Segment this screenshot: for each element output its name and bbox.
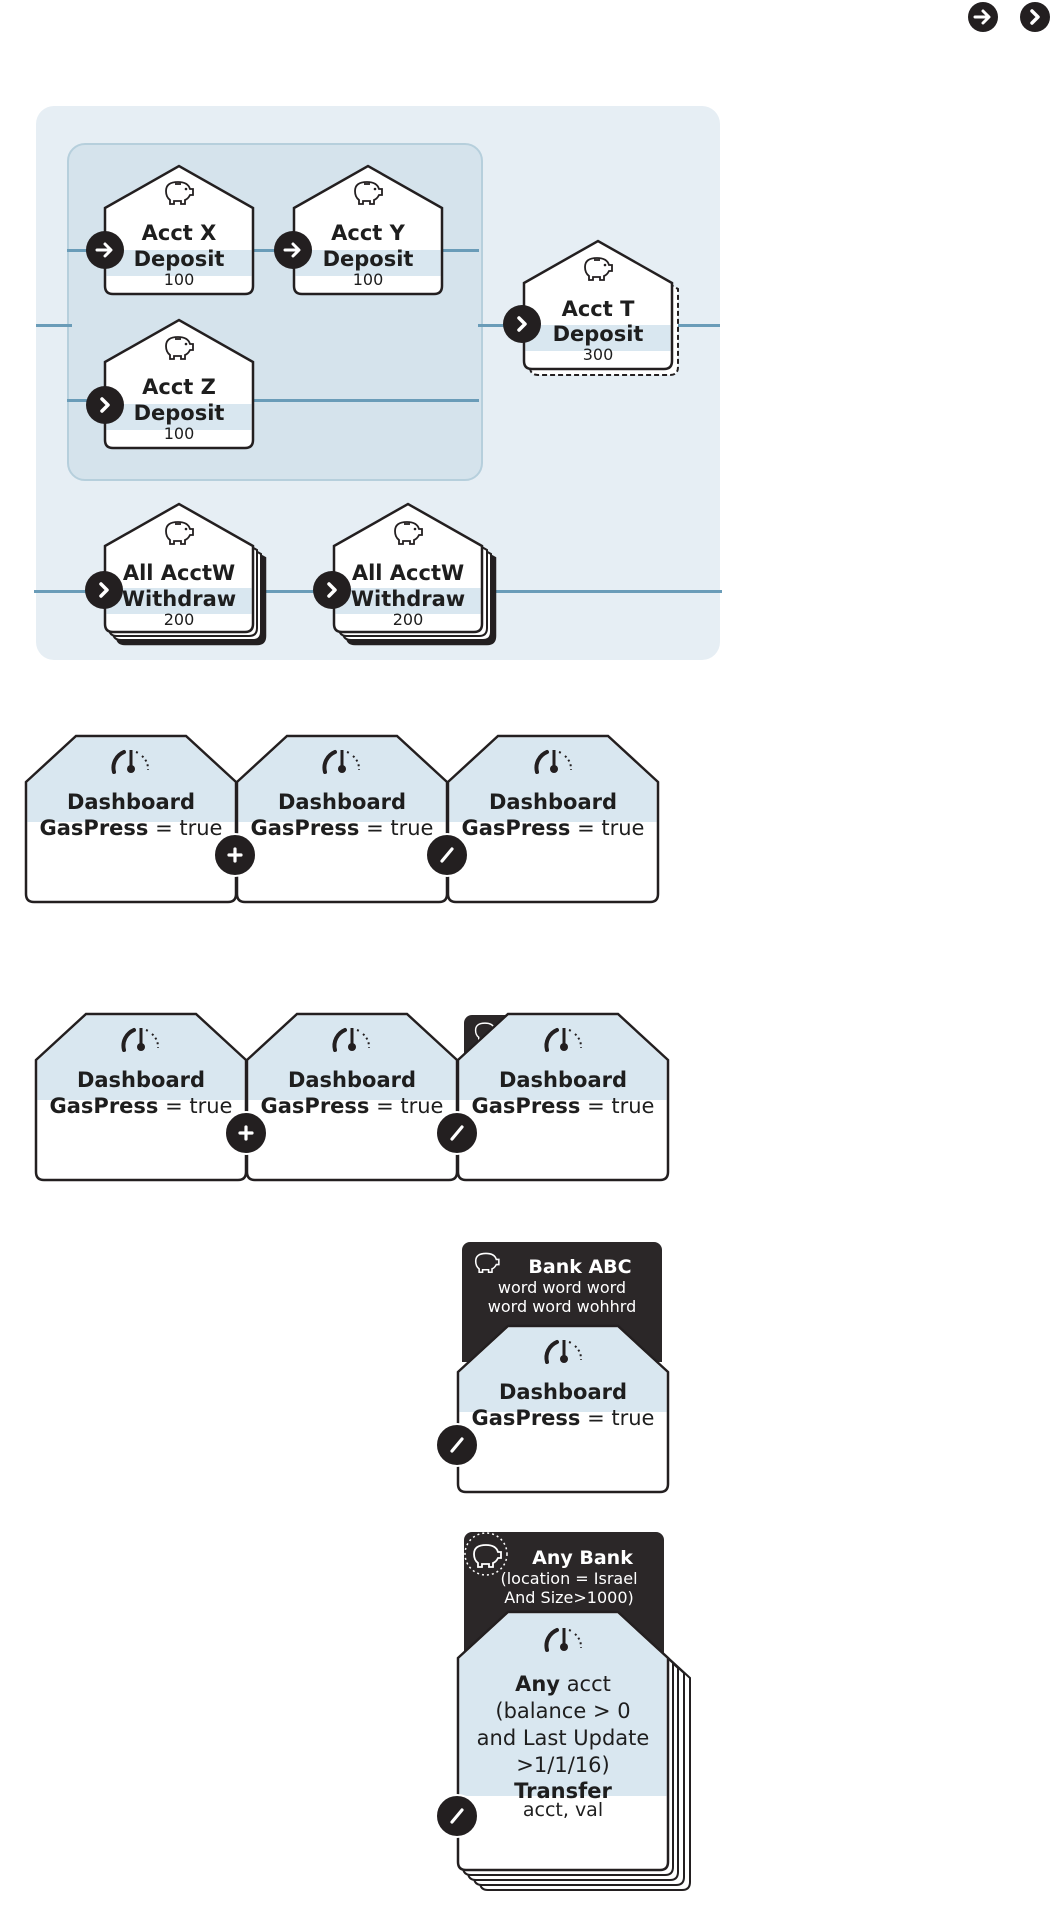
flow-line xyxy=(670,324,720,327)
dashboard-condition: GasPress = true xyxy=(461,816,645,840)
chevron-right-circle-icon[interactable] xyxy=(86,386,124,424)
acct-x-card[interactable] xyxy=(103,164,255,296)
acct-t-value: 300 xyxy=(582,345,614,364)
gauge-icon xyxy=(534,750,573,774)
flow-line xyxy=(36,324,72,327)
withdraw-a-name: All AcctW xyxy=(122,561,236,585)
dashboard-condition: GasPress = true xyxy=(250,816,434,840)
acct-y-name: Acct Y xyxy=(331,221,405,245)
dashboard-condition: GasPress = true xyxy=(471,1406,655,1430)
dashboard-card-1[interactable] xyxy=(24,734,238,904)
acct-z-action: Deposit xyxy=(133,401,225,425)
dashboard-title: Dashboard xyxy=(498,1068,628,1092)
acct-x-name: Acct X xyxy=(141,221,217,245)
dashboard-title: Dashboard xyxy=(277,790,407,814)
piggy-bank-icon xyxy=(474,1252,500,1274)
piggy-bank-icon xyxy=(165,336,194,360)
bank-abc-line1: word word word xyxy=(497,1278,627,1297)
acct-t-action: Deposit xyxy=(552,322,644,346)
dashboard-card-3[interactable] xyxy=(446,734,660,904)
gauge-icon xyxy=(544,1340,583,1364)
acct-t-card[interactable] xyxy=(522,239,674,371)
dashboard-title: Dashboard xyxy=(498,1380,628,1404)
piggy-bank-icon xyxy=(165,181,194,205)
slash-icon[interactable] xyxy=(435,1111,479,1155)
piggy-bank-icon xyxy=(354,181,383,205)
chevron-right-circle-icon[interactable] xyxy=(313,571,351,609)
plus-icon[interactable] xyxy=(224,1111,268,1155)
arrow-right-circle-icon[interactable] xyxy=(968,2,998,32)
acct-x-value: 100 xyxy=(163,270,195,289)
withdraw-b-action: Withdraw xyxy=(350,587,466,611)
bank-abc-name: Bank ABC xyxy=(528,1256,632,1278)
gauge-icon xyxy=(322,750,361,774)
gauge-icon xyxy=(332,1028,371,1052)
dashboard-title: Dashboard xyxy=(488,790,618,814)
acct-x-action: Deposit xyxy=(133,247,225,271)
plus-icon[interactable] xyxy=(213,833,257,877)
withdraw-a-value: 200 xyxy=(163,610,195,629)
chevron-right-circle-icon[interactable] xyxy=(1020,2,1050,32)
any-acct-cond3: >1/1/16) xyxy=(516,1753,610,1777)
chevron-right-circle-icon[interactable] xyxy=(85,571,123,609)
dashboard-title: Dashboard xyxy=(66,790,196,814)
flow-line xyxy=(478,324,520,327)
any-bank-name: Any Bank xyxy=(532,1547,633,1569)
piggy-bank-icon xyxy=(584,257,613,281)
flow-line xyxy=(67,399,479,402)
acct-t-name: Acct T xyxy=(561,297,635,321)
withdraw-a-action: Withdraw xyxy=(121,587,237,611)
acct-y-value: 100 xyxy=(352,270,384,289)
withdraw-a-card[interactable] xyxy=(103,502,255,634)
piggy-bank-any-icon xyxy=(464,1532,508,1576)
any-acct-card[interactable] xyxy=(456,1610,670,1872)
dashboard-condition: GasPress = true xyxy=(39,816,223,840)
dashboard-condition: GasPress = true xyxy=(49,1094,233,1118)
bank-abc-line2: word word wohhrd xyxy=(487,1297,637,1316)
acct-z-card[interactable] xyxy=(103,318,255,450)
slash-icon[interactable] xyxy=(435,1794,479,1838)
arrow-right-circle-icon[interactable] xyxy=(86,231,124,269)
piggy-bank-icon xyxy=(394,521,423,545)
dashboard-title: Dashboard xyxy=(287,1068,417,1092)
any-bank-line1: (location = Israel xyxy=(500,1569,638,1588)
any-acct-params: acct, val xyxy=(522,1799,604,1821)
gauge-icon xyxy=(121,1028,160,1052)
gauge-icon xyxy=(544,1028,583,1052)
slash-icon[interactable] xyxy=(435,1423,479,1467)
acct-z-name: Acct Z xyxy=(142,375,216,399)
dashboard-condition: GasPress = true xyxy=(260,1094,444,1118)
dashboard-card-2[interactable] xyxy=(235,734,449,904)
any-acct-action: Transfer xyxy=(514,1779,612,1803)
withdraw-b-name: All AcctW xyxy=(351,561,465,585)
withdraw-b-card[interactable] xyxy=(332,502,484,634)
acct-y-card[interactable] xyxy=(292,164,444,296)
any-acct-cond2: and Last Update xyxy=(476,1726,650,1750)
any-acct-cond1: (balance > 0 xyxy=(495,1699,631,1723)
flow-line xyxy=(67,249,479,252)
dashboard-card-5[interactable] xyxy=(245,1012,459,1182)
arrow-right-circle-icon[interactable] xyxy=(274,231,312,269)
piggy-bank-icon xyxy=(165,521,194,545)
any-acct-line: Any acct xyxy=(515,1672,611,1696)
dashboard-condition: GasPress = true xyxy=(471,1094,655,1118)
chevron-right-circle-icon[interactable] xyxy=(503,305,541,343)
dashboard-card-6[interactable] xyxy=(456,1012,670,1182)
acct-z-value: 100 xyxy=(163,424,195,443)
bank-dashboard-card[interactable] xyxy=(456,1324,670,1494)
withdraw-b-value: 200 xyxy=(392,610,424,629)
slash-icon[interactable] xyxy=(425,833,469,877)
dashboard-title: Dashboard xyxy=(76,1068,206,1092)
any-bank-line2: And Size>1000) xyxy=(504,1588,634,1607)
gauge-icon xyxy=(111,750,150,774)
gauge-icon xyxy=(544,1628,583,1652)
acct-y-action: Deposit xyxy=(322,247,414,271)
